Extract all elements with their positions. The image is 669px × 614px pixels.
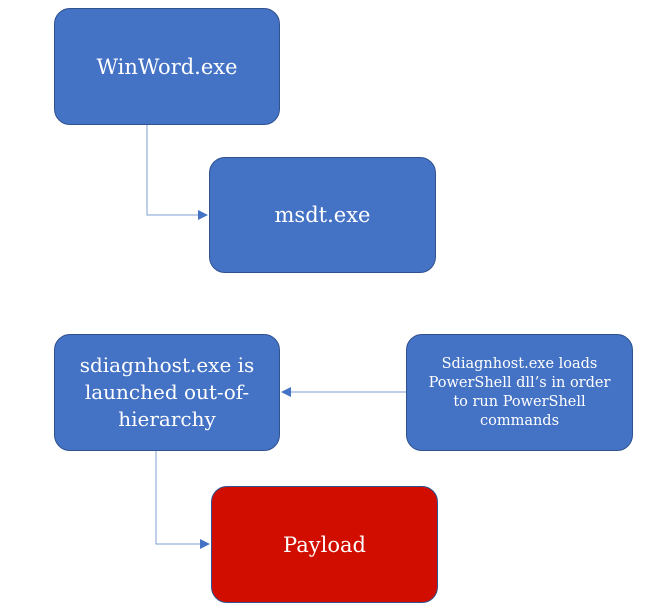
powershell-note-label: Sdiagnhost.exe loads PowerShell dll’s in… [428,355,611,429]
sdiagnhost-node: sdiagnhost.exe is launched out-of-hierar… [54,334,280,451]
powershell-note-node: Sdiagnhost.exe loads PowerShell dll’s in… [406,334,633,451]
msdt-node: msdt.exe [209,157,436,273]
connector-winword-to-msdt [146,125,208,220]
msdt-label: msdt.exe [274,203,371,227]
connector-sdiagnhost-to-payload [155,451,210,549]
sdiagnhost-label: sdiagnhost.exe is launched out-of-hierar… [79,353,255,431]
payload-label: Payload [283,532,366,557]
payload-node: Payload [211,486,438,603]
winword-node: WinWord.exe [54,8,280,125]
winword-label: WinWord.exe [96,54,238,79]
